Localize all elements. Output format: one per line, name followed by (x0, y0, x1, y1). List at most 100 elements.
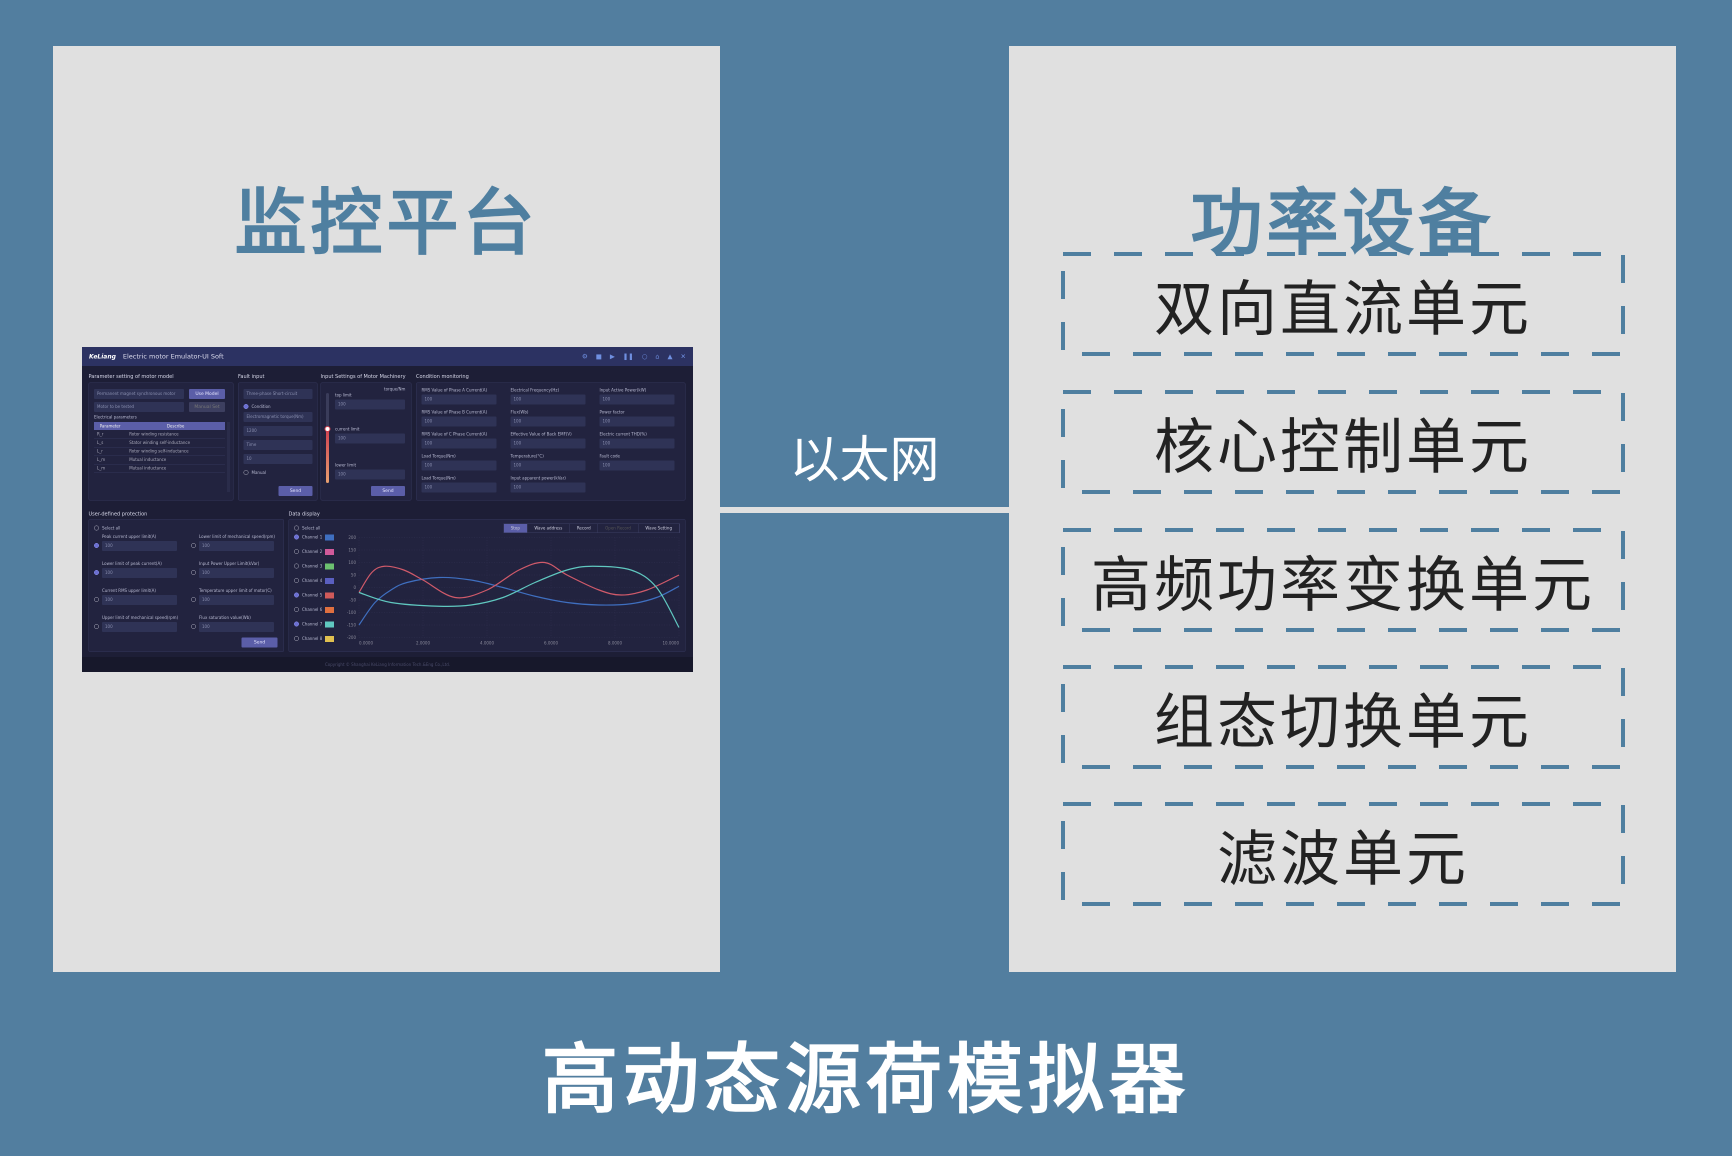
channel-checkbox[interactable] (294, 534, 299, 540)
channel-color-swatch (325, 621, 334, 628)
save-icon[interactable]: ■ (595, 352, 602, 361)
protection-value-input[interactable]: 100 (199, 622, 274, 632)
x-tick-label: 8.0000 (608, 641, 622, 646)
gear-icon[interactable]: ⚙ (581, 352, 588, 361)
tab-open-record[interactable]: Open Record (598, 524, 639, 533)
electrical-parameters-label: Electrical parameters (94, 415, 137, 420)
channel-checkbox[interactable] (294, 607, 299, 612)
y-tick-label: 100 (348, 560, 356, 565)
current-limit-input[interactable]: 100 (335, 433, 405, 444)
channel-checkbox[interactable] (294, 621, 299, 627)
power-unit-label: 核心控制单元 (1154, 412, 1532, 483)
protection-value-input[interactable]: 100 (102, 568, 177, 578)
describe-cell: Mutual inductance (126, 455, 225, 465)
warning-icon[interactable]: ▲ (667, 352, 673, 361)
manual-label: Manual (251, 470, 267, 476)
monitor-field-value: 100 (510, 438, 586, 449)
select-all-radio[interactable] (294, 525, 299, 531)
channel-checkbox[interactable] (294, 563, 299, 569)
power-unit-label: 组态切换单元 (1154, 687, 1532, 758)
protection-checkbox[interactable] (94, 543, 99, 548)
describe-cell: Rotor winding self-inductance (126, 447, 225, 456)
torque-slider[interactable] (324, 393, 331, 483)
monitor-field-label: Electric current THD(%) (599, 432, 647, 437)
torque-select[interactable]: Electromagnetic torque(Nm) (243, 412, 313, 422)
protection-checkbox[interactable] (191, 570, 196, 575)
channel-label: Channel 8 (302, 636, 323, 642)
input-send-button[interactable]: Send (371, 486, 405, 496)
motor-select[interactable]: Motor to be tested (94, 402, 184, 412)
home-icon[interactable]: ⌂ (655, 352, 660, 361)
dashed-border (1061, 252, 1625, 356)
monitor-field-value: 100 (599, 460, 675, 471)
fault-send-button[interactable]: Send (278, 486, 313, 496)
lower-limit-input[interactable]: 100 (335, 469, 405, 480)
play-icon[interactable]: ▶ (609, 352, 615, 361)
protection-value-input[interactable]: 100 (102, 622, 177, 632)
close-icon[interactable]: ✕ (680, 352, 686, 361)
time-select[interactable]: Time (243, 440, 313, 450)
protection-value-input[interactable]: 100 (199, 541, 274, 551)
monitor-field-label: RMS Value of Phase A Current(A) (421, 388, 488, 393)
param-cell: L_r (94, 447, 127, 456)
time-value-input[interactable]: 10 (243, 454, 313, 464)
column-header: Describe (126, 422, 225, 430)
select-all-radio[interactable] (94, 525, 99, 531)
section-label: User-defined protection (88, 511, 148, 518)
fault-type-select[interactable]: Three-phase Short-circuit (243, 389, 313, 399)
condition-radio[interactable] (243, 404, 249, 409)
protection-checkbox[interactable] (191, 543, 196, 548)
dashed-border (1061, 528, 1625, 632)
describe-cell: Mutual inductance (126, 464, 225, 473)
channel-label: Channel 2 (302, 549, 323, 555)
power-unit-label: 高频功率变换单元 (1091, 550, 1595, 621)
top-limit-input[interactable]: 100 (335, 399, 405, 410)
channel-checkbox[interactable] (294, 578, 299, 583)
protection-value-input[interactable]: 100 (199, 568, 274, 578)
use-model-button[interactable]: Use Model (189, 389, 225, 399)
tab-record[interactable]: Record (570, 524, 599, 533)
param-cell: L_m (94, 455, 127, 465)
protection-checkbox[interactable] (191, 597, 196, 602)
monitor-field-label: Input apparent power(kVar) (510, 476, 566, 481)
monitor-field-value: 100 (599, 438, 675, 449)
power-unit-box: 核心控制单元 (1061, 390, 1625, 494)
protection-checkbox[interactable] (94, 624, 99, 629)
manual-set-button[interactable]: Manual Set (189, 402, 225, 412)
copyright-footer: Copyright © Shanghai KeLiang Information… (82, 657, 693, 672)
table-scrollbar[interactable] (227, 422, 230, 492)
x-tick-label: 2.0000 (416, 641, 430, 646)
protection-value-input[interactable]: 100 (102, 595, 177, 605)
protection-checkbox[interactable] (94, 597, 99, 602)
power-unit-box: 双向直流单元 (1061, 252, 1625, 356)
section-label: Data display (288, 511, 320, 518)
refresh-icon[interactable]: ○ (641, 352, 648, 361)
manual-radio[interactable] (243, 470, 249, 475)
protection-value-input[interactable]: 100 (102, 541, 177, 551)
protection-send-button[interactable]: Send (241, 637, 278, 648)
torque-unit-label: torque/Nm (384, 387, 406, 392)
monitor-field-label: Fault code (599, 454, 621, 459)
channel-checkbox[interactable] (294, 592, 299, 598)
tab-wave-setting[interactable]: Wave Setting (638, 524, 680, 533)
pause-icon[interactable]: ❚❚ (622, 352, 634, 361)
channel-checkbox[interactable] (294, 549, 299, 554)
torque-value-input[interactable]: 1200 (243, 426, 313, 436)
motor-type-select[interactable]: Permanent magnet synchronous motor (94, 389, 184, 399)
protection-checkbox[interactable] (94, 570, 99, 575)
tab-wave-address[interactable]: Wave address (527, 524, 570, 533)
slider-handle[interactable] (324, 426, 331, 432)
protection-value-input[interactable]: 100 (199, 595, 274, 605)
protection-checkbox[interactable] (191, 624, 196, 629)
channel-checkbox[interactable] (294, 636, 299, 641)
section-label: Condition monitoring (416, 374, 469, 380)
power-equipment-panel: 功率设备 双向直流单元核心控制单元高频功率变换单元组态切换单元滤波单元 (1009, 46, 1676, 972)
tab-stop[interactable]: Stop (503, 524, 528, 533)
